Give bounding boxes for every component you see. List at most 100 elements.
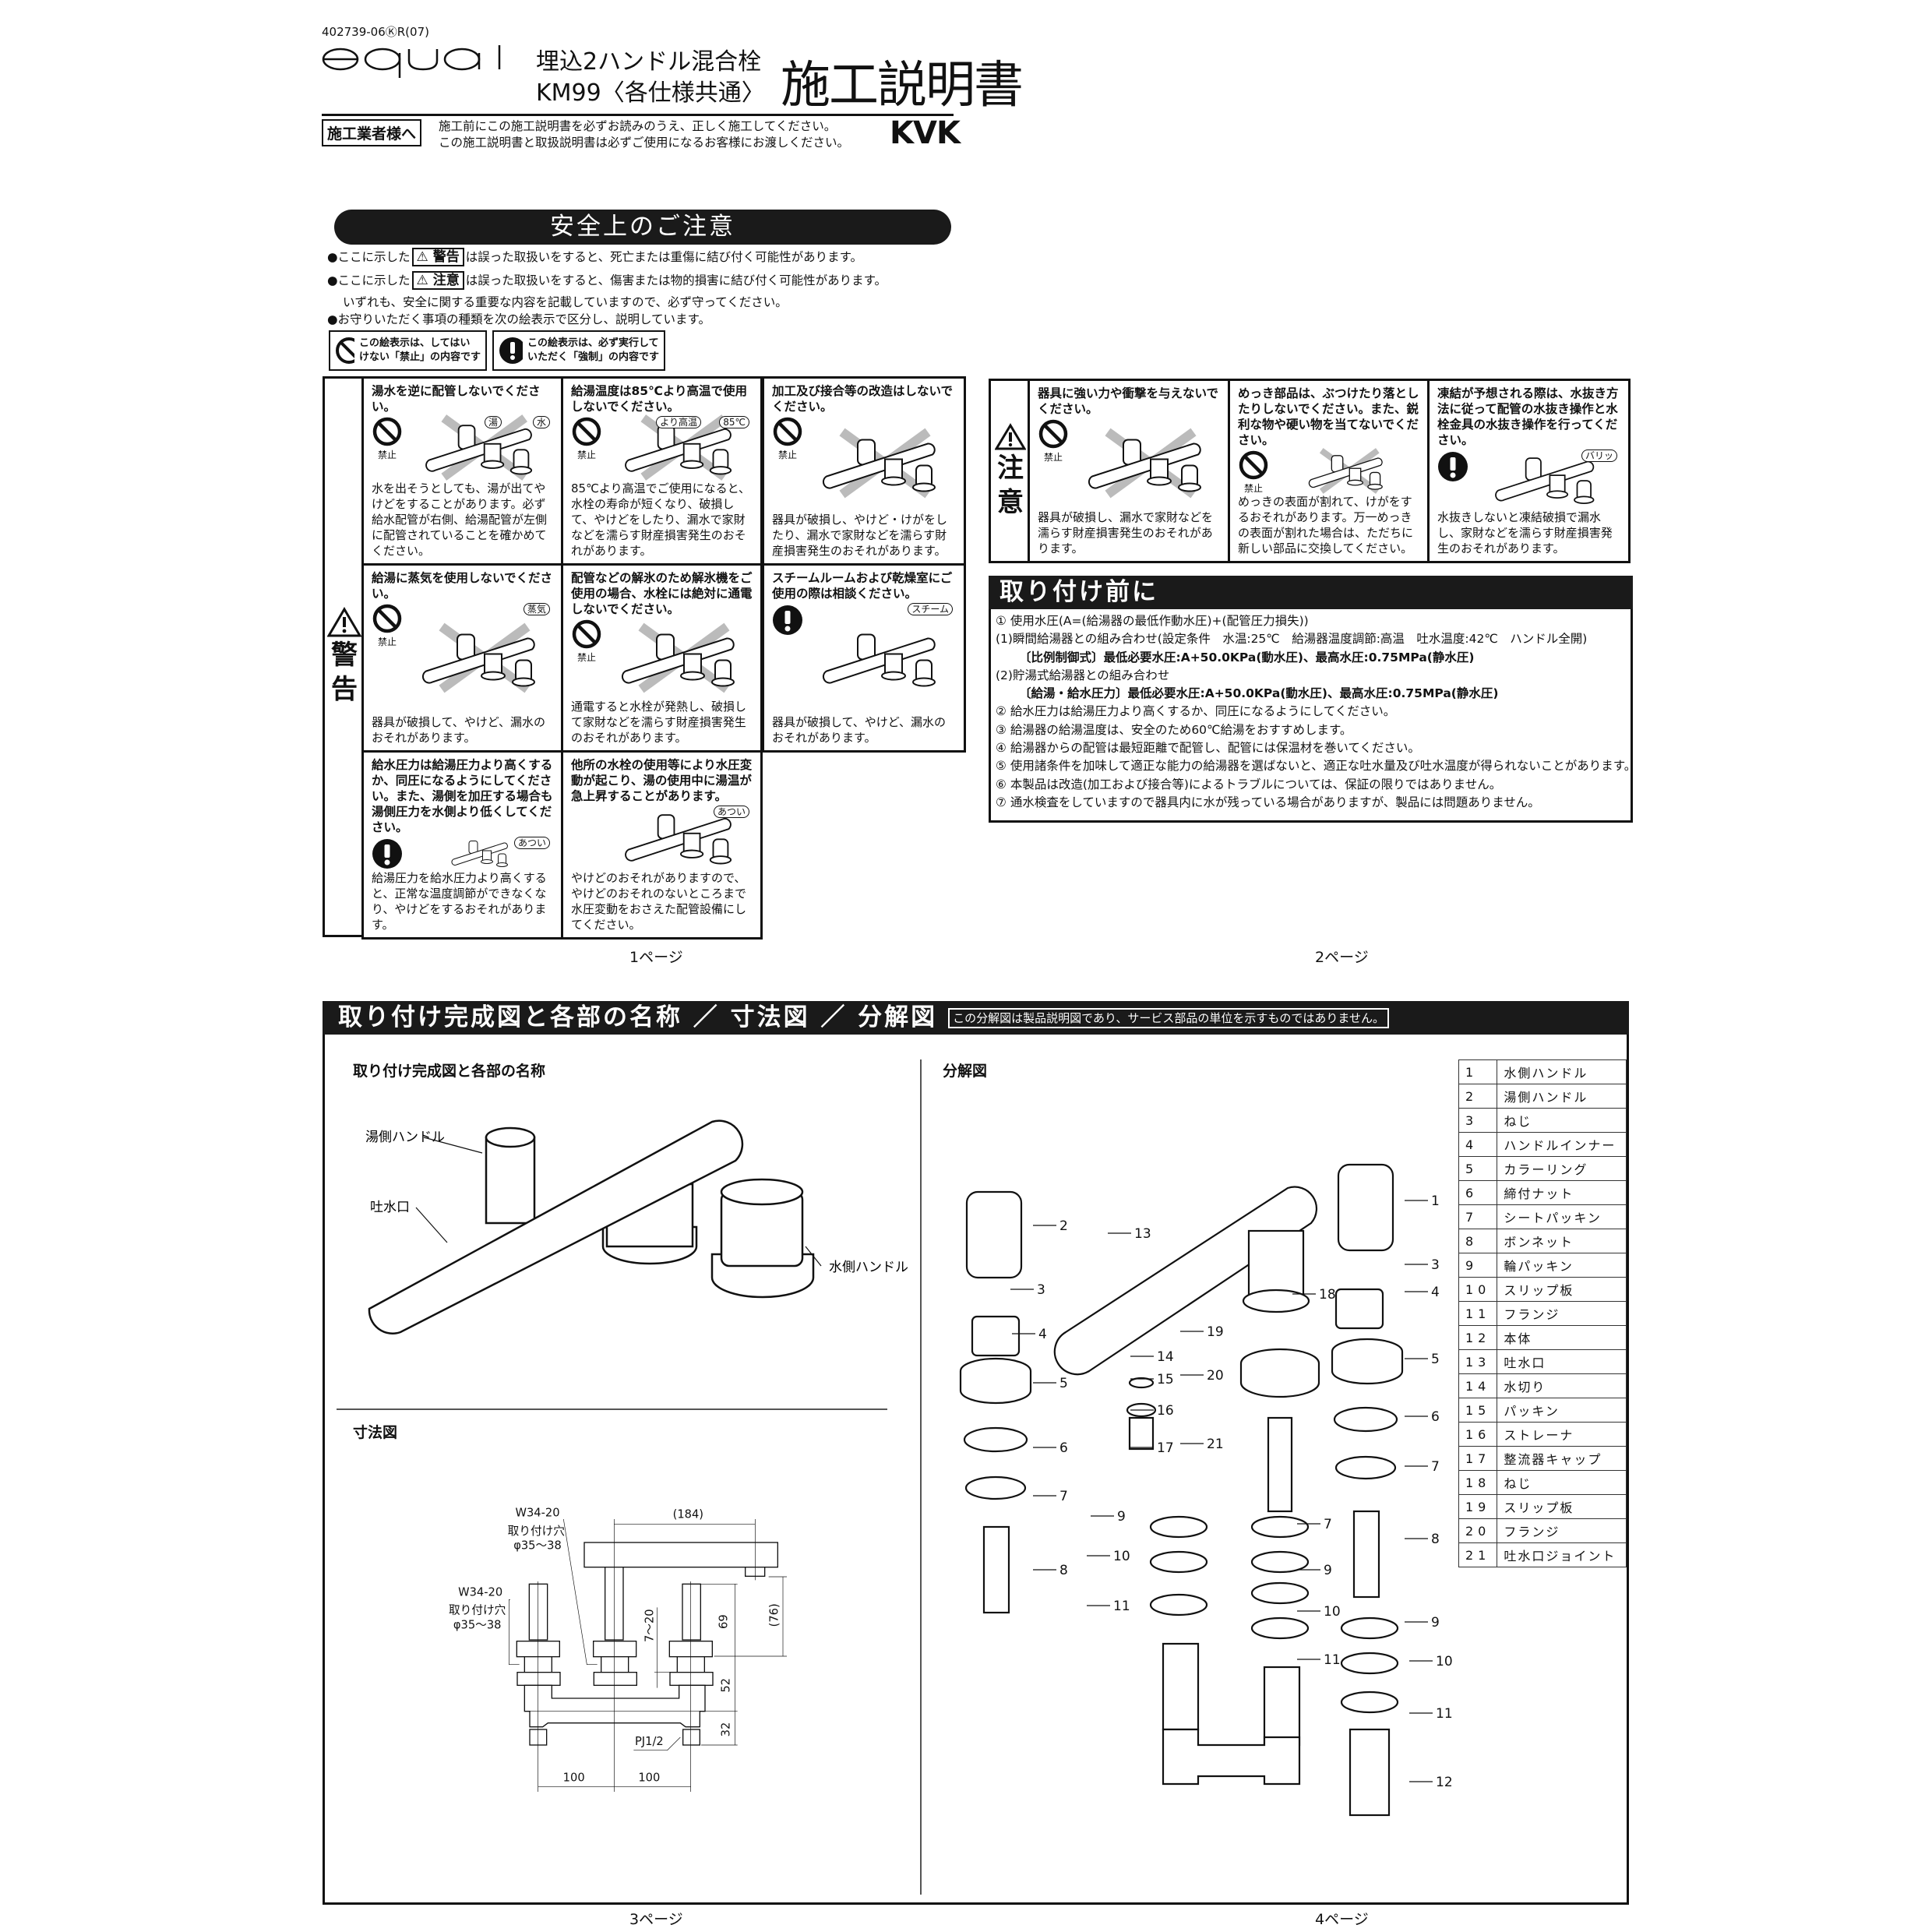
part-name: 吐水口 <box>1497 1349 1627 1374</box>
item-illustration: あつい <box>571 804 753 870</box>
callout-bubble: あつい <box>513 837 550 849</box>
exploded-callout: 7 <box>1059 1489 1068 1504</box>
bullet-text: は誤った取扱いをすると、傷害または物的損害に結び付く可能性があります。 <box>465 273 887 287</box>
part-number: 21 <box>1458 1542 1498 1567</box>
item-body: 器具が破損し、やけど・けがをしたり、漏水で家財などを濡らす財産損害発生のおそれが… <box>772 513 948 558</box>
warning-triangle-icon <box>327 607 361 637</box>
before-install-item: ⑥ 本製品は改造(加工および接合等)によるトラブルについては、保証の限りではあり… <box>996 777 1502 791</box>
label-cold-handle: 水側ハンドル <box>829 1260 908 1275</box>
bullet-text: ●ここに示した <box>327 250 411 264</box>
legend-text: いただく「強制」の内容です <box>527 351 659 363</box>
safety-item: 配管などの解氷のため解氷機をご使用の場合、水栓には絶対に通電しないでください。禁… <box>561 563 763 753</box>
part-number: 19 <box>1458 1494 1498 1519</box>
faucet-illustration <box>822 428 936 499</box>
prohibited-label: 禁止 <box>777 450 797 460</box>
faucet-illustration <box>625 414 732 481</box>
faucet-illustration <box>822 633 936 687</box>
item-body: 器具が破損して、やけど、漏水のおそれがあります。 <box>372 715 546 745</box>
exploded-callout: 2 <box>1059 1218 1068 1234</box>
mandatory-icon <box>1438 452 1468 481</box>
part-number: 8 <box>1458 1229 1498 1253</box>
part-number: 2 <box>1458 1084 1498 1109</box>
part-number: 6 <box>1458 1180 1498 1205</box>
exploded-callout: 19 <box>1207 1324 1224 1340</box>
exploded-callout: 9 <box>1431 1615 1440 1631</box>
faucet-illustration <box>1088 428 1201 499</box>
document-code: 402739-06ⓀR(07) <box>322 25 429 39</box>
part-name: 締付ナット <box>1497 1180 1627 1205</box>
dim-52: 52 <box>720 1678 733 1693</box>
item-title: 湯水を逆に配管しないでください。 <box>372 384 541 414</box>
drawings-heading: 取り付け完成図と各部の名称 ／ 寸法図 ／ 分解図 <box>338 1003 938 1031</box>
dim-thread-2: W34-20 <box>458 1585 502 1599</box>
part-name: 本体 <box>1497 1325 1627 1350</box>
safety-item: 器具に強い力や衝撃を与えないでください。禁止器具が破損し、漏水で家財などを濡らす… <box>1028 379 1230 563</box>
exploded-callout: 11 <box>1113 1599 1130 1614</box>
exploded-callout: 11 <box>1436 1706 1453 1722</box>
item-title: 加工及び接合等の改造はしないでください。 <box>772 384 954 414</box>
safety-heading: 安全上のご注意 <box>334 210 951 245</box>
legend-text: けない「禁止」の内容です <box>358 351 481 363</box>
exploded-callout: 9 <box>1324 1563 1332 1578</box>
item-body: 85℃より高温でご使用になると、水栓の寿命が短くなり、破損して、やけどをしたり、… <box>571 481 751 558</box>
exploded-callout: 8 <box>1059 1563 1068 1578</box>
document-title: 施工説明書 <box>781 57 1024 115</box>
item-title: 配管などの解氷のため解氷機をご使用の場合、水栓には絶対に通電しないでください。 <box>571 571 753 616</box>
part-number: 18 <box>1458 1470 1498 1495</box>
dim-pitch-1: 100 <box>563 1772 585 1785</box>
exploded-callout: 7 <box>1324 1517 1332 1532</box>
item-illustration: スチーム <box>772 601 956 714</box>
notice-line-2: この施工説明書と取扱説明書は必ずご使用になるお客様にお渡しください。 <box>439 136 850 150</box>
item-body: 給湯圧力を給水圧力より高くすると、正常な温度調節ができなくなり、やけどをするおそ… <box>372 871 547 932</box>
part-number: 16 <box>1458 1422 1498 1447</box>
callout-bubble: 水 <box>532 416 550 428</box>
prohibited-icon <box>572 619 601 649</box>
label-spout: 吐水口 <box>370 1200 410 1215</box>
drawings-heading-bar: 取り付け完成図と各部の名称 ／ 寸法図 ／ 分解図 この分解図は製品説明図であり… <box>323 1001 1629 1035</box>
before-install-item: ② 給水圧力は給湯圧力より高くするか、同圧になるようにしてください。 <box>996 704 1396 719</box>
dim-deck-thickness: 7〜20 <box>643 1609 656 1642</box>
part-name: ストレーナ <box>1497 1422 1627 1447</box>
before-install-heading: 取り付け前に <box>989 576 1633 609</box>
callout-bubble: より高温 <box>656 416 701 428</box>
exploded-callout: 13 <box>1134 1226 1151 1242</box>
item-title: 給水圧力は給湯圧力より高くするか、同圧になるようにしてください。また、湯側を加圧… <box>372 758 553 834</box>
completion-drawing: 湯側ハンドル 吐水口 水側ハンドル <box>365 1119 908 1334</box>
completion-title: 取り付け完成図と各部の名称 <box>353 1063 546 1080</box>
dimension-drawing: W34-20 取り付け穴 φ35〜38 W34-20 取り付け穴 φ35〜38 … <box>449 1507 787 1792</box>
item-illustration: 禁止 <box>1038 417 1220 509</box>
exploded-callout: 17 <box>1157 1440 1174 1456</box>
part-name: 整流器キャップ <box>1497 1446 1627 1471</box>
mandatory-icon <box>372 839 402 869</box>
warning-tag: ⚠ 警告 <box>411 248 464 266</box>
part-number: 11 <box>1458 1301 1498 1326</box>
part-name: 湯側ハンドル <box>1497 1084 1627 1109</box>
page-number-2: 2ページ <box>1315 949 1369 966</box>
part-number: 10 <box>1458 1277 1498 1302</box>
safety-bullet-legend: ●お守りいただく事項の種類を次の絵表示で区分し、説明しています。 <box>327 312 711 326</box>
part-number: 1 <box>1458 1059 1498 1084</box>
dim-connection: PJ1/2 <box>635 1735 664 1748</box>
prohibited-icon <box>773 417 802 446</box>
item-body: 器具が破損して、やけど、漏水のおそれがあります。 <box>772 715 947 745</box>
product-line-2: KM99〈各仕様共通〉 <box>536 79 765 107</box>
faucet-illustration <box>1308 448 1383 494</box>
before-install-item: ⑦ 通水検査をしていますので器具内に水が残っている場合がありますが、製品には問題… <box>996 795 1540 809</box>
exploded-title: 分解図 <box>943 1063 988 1080</box>
item-illustration: 禁止蒸気 <box>372 601 553 714</box>
label-hot-handle: 湯側ハンドル <box>365 1130 445 1145</box>
safety-item: めっき部品は、ぶつけたり落としたりしないでください。また、鋭利な物や硬い物を当て… <box>1228 379 1430 563</box>
callout-bubble: スチーム <box>908 603 953 615</box>
part-name: フランジ <box>1497 1301 1627 1326</box>
part-name: カラーリング <box>1497 1156 1627 1181</box>
part-name: ボンネット <box>1497 1229 1627 1253</box>
prohibited-icon <box>1239 450 1268 480</box>
dimension-title: 寸法図 <box>353 1424 398 1441</box>
